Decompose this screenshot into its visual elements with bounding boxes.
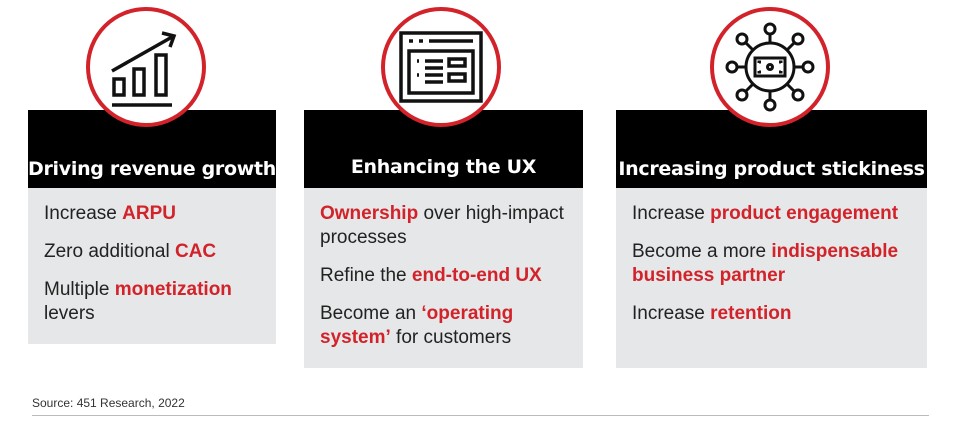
bullet-item: Ownership over high-impact processes bbox=[320, 202, 567, 250]
highlight-text: CAC bbox=[174, 241, 217, 262]
item-text: Increase bbox=[44, 203, 123, 224]
bullet-item: Increase retention bbox=[632, 302, 911, 326]
bullet-item: Become a more indispensable business par… bbox=[632, 240, 911, 288]
panel-product-stickiness: Increasing product stickiness Increase p… bbox=[616, 110, 927, 368]
bullet-item: Increase ARPU bbox=[44, 202, 260, 226]
item-text: Increase bbox=[632, 203, 711, 224]
panel-title: Increasing product stickiness bbox=[618, 158, 925, 180]
divider bbox=[32, 415, 929, 416]
money-network-icon bbox=[710, 7, 830, 127]
panel-title: Driving revenue growth bbox=[28, 158, 276, 180]
highlight-text: ARPU bbox=[122, 203, 176, 224]
browser-window-icon bbox=[381, 7, 501, 127]
highlight-text: retention bbox=[710, 303, 792, 324]
item-text: over high-impact processes bbox=[320, 203, 564, 248]
panel-body: Increase ARPU Zero additional CAC Multiple… bbox=[28, 188, 276, 344]
item-text: Become an bbox=[320, 303, 422, 324]
bullet-item: Increase product engagement bbox=[632, 202, 911, 226]
item-text: Zero additional bbox=[44, 241, 175, 262]
item-text: levers bbox=[44, 303, 95, 324]
bullet-item: Zero additional CAC bbox=[44, 240, 260, 264]
panel-revenue-growth: Driving revenue growth Increase ARPU Zero… bbox=[28, 110, 276, 344]
item-text: for customers bbox=[390, 327, 512, 348]
bullet-item: Become an ‘operating system’ for custome… bbox=[320, 302, 567, 350]
highlight-text: ‘operating system’ bbox=[320, 303, 514, 348]
panel-title: Enhancing the UX bbox=[350, 156, 537, 178]
panel-enhancing-ux: Enhancing the UX Ownership over high-imp… bbox=[304, 110, 583, 368]
bullet-item: Refine the end-to-end UX bbox=[320, 264, 567, 288]
highlight-text: indispensable business partner bbox=[632, 241, 899, 286]
highlight-text: product engagement bbox=[710, 203, 899, 224]
bar-chart-growth-icon bbox=[86, 7, 206, 127]
bullet-item: Multiple monetization levers bbox=[44, 278, 260, 326]
item-text: Multiple bbox=[44, 279, 115, 300]
item-text: Refine the bbox=[320, 265, 412, 286]
highlight-text: end-to-end UX bbox=[411, 265, 542, 286]
item-text: Increase bbox=[632, 303, 711, 324]
highlight-text: monetization bbox=[114, 279, 232, 300]
highlight-text: Ownership bbox=[320, 203, 419, 224]
item-text: Become a more bbox=[632, 241, 772, 262]
source-note: Source: 451 Research, 2022 bbox=[32, 396, 185, 410]
